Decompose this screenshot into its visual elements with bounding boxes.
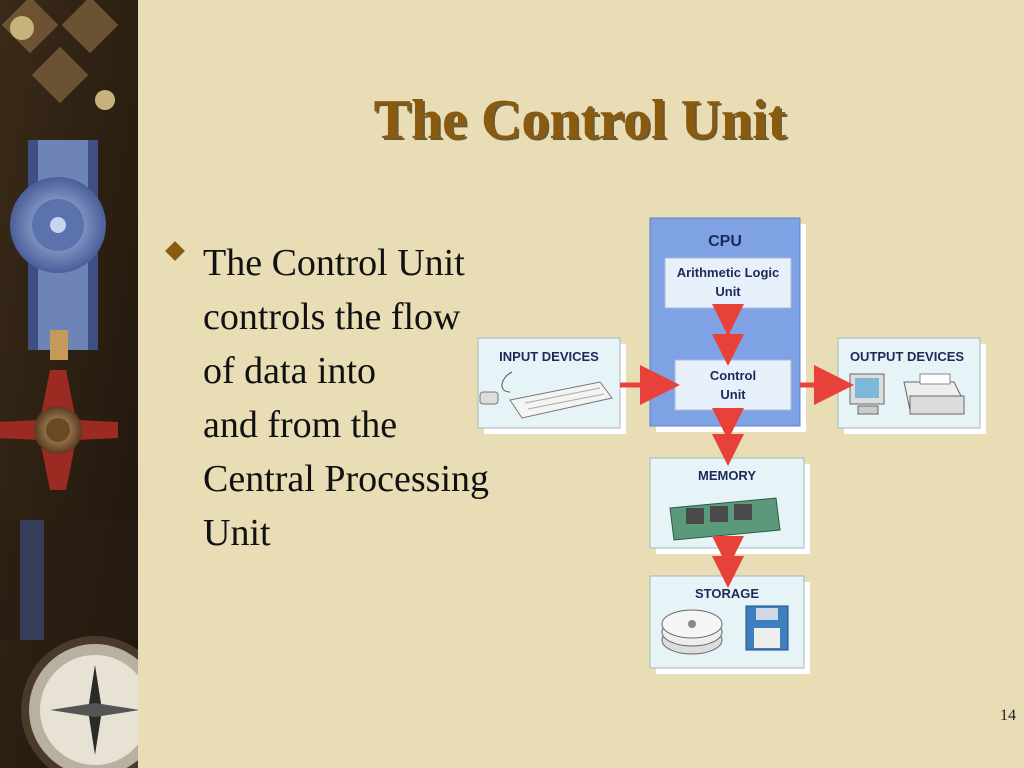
output-devices-card: OUTPUT DEVICES (837, 337, 986, 434)
alu-label-line1: Arithmetic Logic (677, 265, 780, 280)
memory-label: MEMORY (698, 468, 756, 483)
bullet-diamond-icon (165, 241, 185, 261)
printer-icon (903, 373, 965, 415)
slide-title: The Control Unit (373, 89, 787, 151)
alu-label-line2: Unit (715, 284, 741, 299)
input-devices-card: INPUT DEVICES (477, 337, 626, 434)
data-flow-arrows (620, 304, 854, 588)
cpu-diagram-graphic: CPU Arithmetic Logic Unit Control Unit I… (477, 217, 986, 674)
output-devices-label: OUTPUT DEVICES (850, 349, 964, 364)
monitor-icon (849, 373, 885, 415)
control-unit-label-line2: Unit (720, 387, 746, 402)
input-devices-label: INPUT DEVICES (499, 349, 599, 364)
keyboard-icon (479, 371, 613, 419)
control-unit-label-line1: Control (710, 368, 756, 383)
hard-disk-icon (661, 609, 723, 655)
cpu-diagram: CPU Arithmetic Logic Unit Control Unit I… (470, 210, 990, 680)
memory-card: MEMORY (649, 457, 810, 554)
floppy-disk-icon (745, 605, 789, 651)
medal-artwork (0, 0, 138, 768)
decorative-medal-panel (0, 0, 138, 768)
storage-label: STORAGE (695, 586, 759, 601)
cpu-label: CPU (708, 233, 742, 250)
bullet-text: The Control Unit controls the flow of da… (203, 242, 490, 554)
storage-card: STORAGE (649, 575, 810, 674)
slide-number: 14 (1000, 707, 1016, 724)
memory-chip-icon (669, 497, 781, 541)
